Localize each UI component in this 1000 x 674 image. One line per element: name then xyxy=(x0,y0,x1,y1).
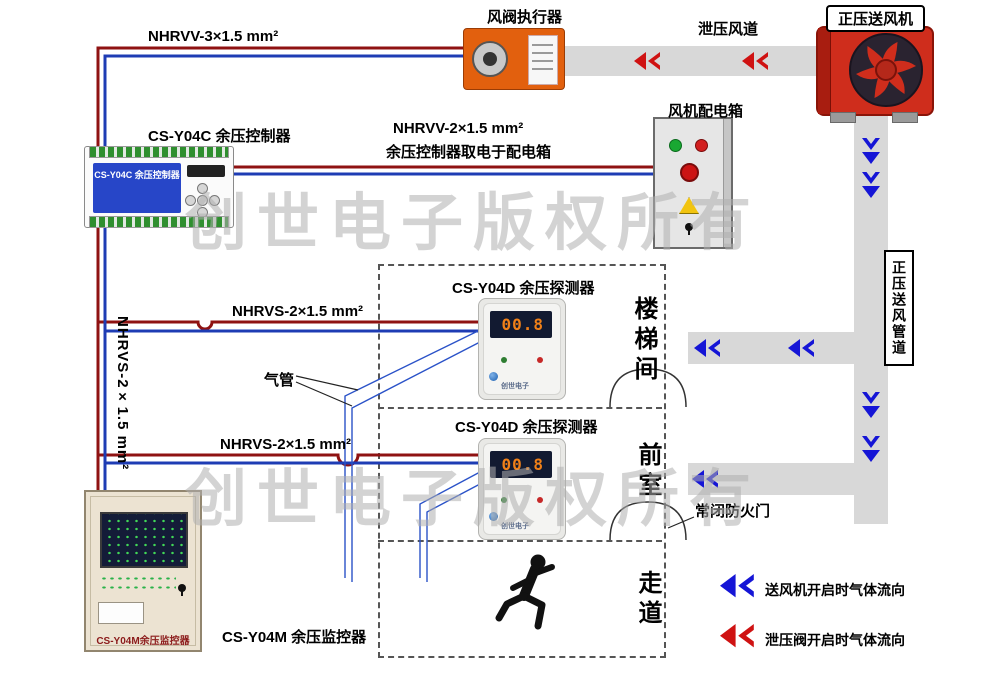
pointer-lines xyxy=(295,375,695,529)
cable-detector1-label: NHRVS-2×1.5 mm² xyxy=(232,303,364,320)
brand-text: 创世电子 xyxy=(501,523,529,530)
monitor-panel-title: CS-Y04M余压监控器 xyxy=(96,636,190,647)
legend-relief-text: 泄压阀开启时气体流向 xyxy=(765,632,905,648)
cable-top-label: NHRVV-3×1.5 mm² xyxy=(148,28,279,45)
detector-2-display: 00.8 xyxy=(490,451,552,478)
fan-flange xyxy=(818,28,831,114)
relief-flow-arrow-icon xyxy=(634,52,660,70)
stop-button xyxy=(680,163,699,182)
sticker-line xyxy=(532,60,553,62)
supply-flow-arrow-icon xyxy=(694,339,720,357)
supply-flow-arrow-icon xyxy=(862,436,880,462)
room-label-corridor: 走道 xyxy=(634,570,661,630)
keyhole-icon xyxy=(178,584,186,596)
detector-1-label: CS-Y04D 余压探测器 xyxy=(452,280,595,297)
damper-actuator-device xyxy=(463,28,565,90)
fan-foot xyxy=(892,112,918,123)
cabinet-inner-frame xyxy=(90,496,196,646)
indicator-row xyxy=(100,576,176,581)
detector-1-display: 00.8 xyxy=(490,311,552,338)
fire-door-label: 常闭防火门 xyxy=(695,503,771,520)
sticker-line xyxy=(532,44,553,46)
keyhole-icon xyxy=(685,223,693,235)
fire-door-arcs xyxy=(609,368,687,541)
controller-button xyxy=(185,195,196,206)
actuator-label-sticker xyxy=(528,35,558,85)
room-divider-1 xyxy=(378,407,662,409)
green-led xyxy=(501,357,507,363)
indicator-row xyxy=(100,585,176,590)
supply-fan-device xyxy=(816,26,934,123)
red-wires xyxy=(96,46,653,492)
cabinet-card xyxy=(98,602,144,624)
legend-supply-arrow-icon xyxy=(720,574,754,598)
brand-text: 创世电子 xyxy=(501,383,529,390)
terminal-strip-bottom xyxy=(89,216,229,228)
supply-branch-stairwell xyxy=(688,332,854,364)
air-tube-label: 气管 xyxy=(264,372,295,389)
legend-relief-arrow-icon xyxy=(720,624,754,648)
supply-branch-frontroom xyxy=(688,463,854,495)
cable-left-vertical-label: NHRVS-2×1.5 mm² xyxy=(114,316,131,471)
legend-supply-text: 送风机开启时气体流向 xyxy=(765,582,905,598)
power-box-door-edge xyxy=(723,119,731,247)
room-label-frontroom: 前室 xyxy=(634,442,661,502)
monitor-screen xyxy=(100,512,188,568)
air-tubes xyxy=(344,329,481,582)
actuator-label: 风阀执行器 xyxy=(487,9,563,26)
supply-duct-label: 正压送风管道 xyxy=(884,250,914,366)
controller-button xyxy=(209,195,220,206)
fan-foot xyxy=(830,112,856,123)
room-label-stairwell: 楼梯间 xyxy=(630,296,657,386)
brand-logo-icon xyxy=(489,372,498,381)
controller-led-display xyxy=(187,165,225,177)
red-indicator xyxy=(695,139,708,152)
supply-flow-arrow-icon xyxy=(862,172,880,198)
relief-duct-label: 泄压风道 xyxy=(698,21,759,38)
actuator-motor-icon xyxy=(472,41,508,77)
warning-icon xyxy=(679,197,699,214)
blue-wires xyxy=(103,54,653,492)
monitor-label: CS-Y04M 余压监控器 xyxy=(222,629,367,646)
fan-blades-icon xyxy=(849,33,923,107)
relief-flow-arrow-icon xyxy=(742,52,768,70)
supply-flow-arrow-icon xyxy=(692,470,718,488)
sticker-line xyxy=(532,52,553,54)
supply-flow-arrow-icon xyxy=(788,339,814,357)
controller-button xyxy=(197,183,208,194)
detector-2-label: CS-Y04D 余压探测器 xyxy=(455,419,598,436)
cable-detector2-label: NHRVS-2×1.5 mm² xyxy=(220,436,352,453)
red-led xyxy=(537,357,543,363)
green-led xyxy=(501,497,507,503)
green-indicator xyxy=(669,139,682,152)
pressure-controller-device: CS-Y04C 余压控制器 xyxy=(84,146,234,228)
red-led xyxy=(537,497,543,503)
fan-box-label: 风机配电箱 xyxy=(668,103,744,120)
pressure-monitor-device: CS-Y04M余压监控器 xyxy=(84,490,202,652)
power-cable-label-2: 余压控制器取电于配电箱 xyxy=(386,144,552,161)
supply-flow-arrow-icon xyxy=(862,138,880,164)
supply-fan-label: 正压送风机 xyxy=(826,5,926,32)
pressure-detector-1-device: 00.8 创世电子 xyxy=(478,298,566,400)
pressure-detector-2-device: 00.8 创世电子 xyxy=(478,438,566,540)
running-person-icon xyxy=(494,552,562,641)
building-outline xyxy=(378,264,666,658)
supply-flow-arrow-icon xyxy=(862,392,880,418)
brand-logo-icon xyxy=(489,512,498,521)
fan-power-box-device xyxy=(653,117,733,249)
controller-label: CS-Y04C 余压控制器 xyxy=(148,128,291,145)
controller-button xyxy=(197,195,208,206)
sticker-line xyxy=(532,68,553,70)
relief-duct xyxy=(545,46,818,76)
power-cable-label-1: NHRVV-2×1.5 mm² xyxy=(393,120,524,137)
controller-screen: CS-Y04C 余压控制器 xyxy=(93,163,181,213)
terminal-strip-top xyxy=(89,146,229,158)
room-divider-2 xyxy=(378,540,662,542)
